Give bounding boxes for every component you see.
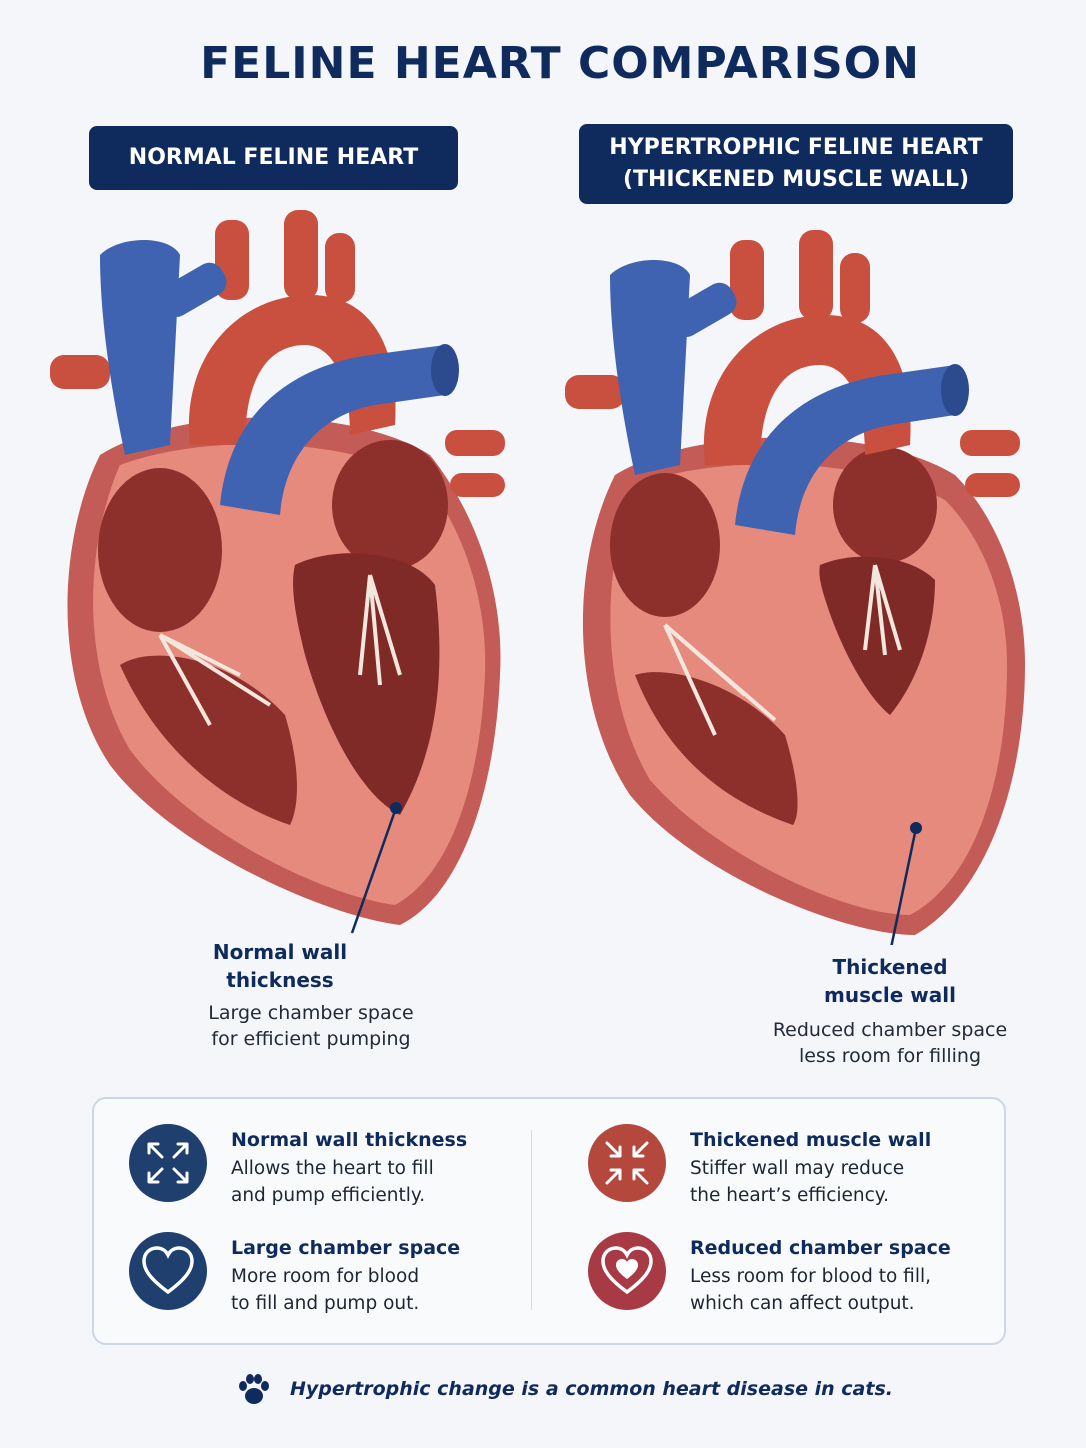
hypertrophic-left-atrium xyxy=(833,447,937,563)
normal-chordae-left xyxy=(158,633,272,726)
thickened-muscle-wall-line1: Stiffer wall may reduce xyxy=(690,1158,905,1179)
large-chamber-space-text: More room for blood to fill and pump out… xyxy=(231,1263,491,1317)
large-chamber-space-line1: More room for blood xyxy=(231,1266,420,1287)
hypertrophic-heart-banner-line1: HYPERTROPHIC FELINE HEART xyxy=(609,135,983,160)
thickened-wall-callout-desc-line2: less room for filling xyxy=(798,1045,982,1067)
thickened-wall-callout-desc-line1: Reduced chamber space xyxy=(772,1019,1008,1041)
thickened-muscle-wall-line2: the heart’s efficiency. xyxy=(690,1185,889,1206)
normal-chordae-right xyxy=(358,574,402,686)
thickened-wall-callout-description: Reduced chamber space less room for fill… xyxy=(760,1017,1020,1069)
normal-aorta-branch-3 xyxy=(325,233,355,303)
hypertrophic-chordae-right xyxy=(863,564,902,656)
normal-wall-callout-desc-line1: Large chamber space xyxy=(208,1002,414,1024)
normal-wall-callout-description: Large chamber space for efficient pumpin… xyxy=(191,1000,431,1052)
normal-wall-pointer-line xyxy=(350,807,398,934)
thickened-wall-callout-title: Thickened muscle wall xyxy=(790,953,990,1009)
hypertrophic-heart-banner-line2: (THICKENED MUSCLE WALL) xyxy=(622,167,970,192)
normal-right-atrium xyxy=(98,468,222,632)
hypertrophic-pulmonary-artery xyxy=(735,365,955,535)
thickened-wall-callout-title-line1: Thickened xyxy=(832,955,948,979)
normal-heart-illustration xyxy=(50,210,505,934)
thickened-wall-callout-title-line2: muscle wall xyxy=(824,983,956,1007)
reduced-chamber-space-text: Less room for blood to fill, which can a… xyxy=(690,1263,950,1317)
normal-wall-thickness-line1: Allows the heart to fill xyxy=(231,1158,434,1179)
normal-vena-cava xyxy=(100,240,180,455)
normal-aorta-branch-2 xyxy=(284,210,318,300)
normal-vena-branch xyxy=(159,262,227,317)
large-chamber-space-line2: to fill and pump out. xyxy=(231,1293,420,1314)
normal-pulmonary-vein-2 xyxy=(450,473,505,497)
normal-aorta xyxy=(188,295,396,445)
normal-wall-callout-title-line1: Normal wall xyxy=(212,940,348,964)
normal-wall-thickness-title: Normal wall thickness xyxy=(231,1129,468,1151)
hypertrophic-aorta-branch-1 xyxy=(730,240,764,320)
large-chamber-space-title: Large chamber space xyxy=(231,1237,461,1259)
normal-wall-callout-title: Normal wall thickness xyxy=(180,938,380,994)
hypertrophic-heart-illustration xyxy=(565,230,1025,945)
footer-text: Hypertrophic change is a common heart di… xyxy=(290,1378,893,1400)
hypertrophic-wall-pointer-line xyxy=(890,827,918,945)
normal-pulmonary-artery-end xyxy=(431,344,459,396)
footer-note: Hypertrophic change is a common heart di… xyxy=(236,1372,893,1406)
hypertrophic-aorta xyxy=(703,315,911,465)
hypertrophic-left-ventricle xyxy=(819,556,935,715)
normal-left-ventricle xyxy=(293,553,440,815)
hypertrophic-vena-stub xyxy=(565,375,625,409)
normal-wall-thickness-line2: and pump efficiently. xyxy=(231,1185,426,1206)
expand-arrows-icon xyxy=(129,1124,207,1202)
normal-wall-callout-title-line2: thickness xyxy=(226,968,334,992)
thickened-muscle-wall-text: Stiffer wall may reduce the heart’s effi… xyxy=(690,1155,950,1209)
hypertrophic-right-ventricle xyxy=(635,672,798,825)
reduced-chamber-space-line2: which can affect output. xyxy=(690,1293,915,1314)
hypertrophic-pulmonary-artery-end xyxy=(941,364,969,416)
normal-right-ventricle xyxy=(120,655,297,825)
hypertrophic-heart-banner: HYPERTROPHIC FELINE HEART (THICKENED MUS… xyxy=(579,124,1013,204)
compress-arrows-icon xyxy=(588,1124,666,1202)
normal-heart-banner: NORMAL FELINE HEART xyxy=(89,126,458,190)
normal-left-atrium xyxy=(332,440,448,570)
normal-heart-banner-label: NORMAL FELINE HEART xyxy=(128,145,419,170)
normal-wall-thickness-text: Allows the heart to fill and pump effici… xyxy=(231,1155,491,1209)
reduced-chamber-space-line1: Less room for blood to fill, xyxy=(690,1266,931,1287)
comparison-panel xyxy=(92,1097,1006,1345)
panel-divider xyxy=(531,1130,532,1310)
hypertrophic-aorta-branch-3 xyxy=(840,253,870,323)
page-title: FELINE HEART COMPARISON xyxy=(200,38,920,89)
normal-pulmonary-vein-1 xyxy=(445,430,505,456)
hypertrophic-right-atrium xyxy=(610,473,720,617)
hypertrophic-chordae-left xyxy=(663,623,777,736)
thickened-muscle-wall-title: Thickened muscle wall xyxy=(690,1129,932,1151)
hypertrophic-vena-cava xyxy=(610,260,690,475)
heart-small-icon xyxy=(588,1232,666,1310)
hypertrophic-pulmonary-vein-2 xyxy=(965,473,1020,497)
heart-outline-icon xyxy=(129,1232,207,1310)
paw-print-icon xyxy=(239,1374,269,1404)
reduced-chamber-space-title: Reduced chamber space xyxy=(690,1237,951,1259)
hypertrophic-aorta-branch-2 xyxy=(799,230,833,320)
normal-wall-pointer-dot xyxy=(390,802,402,814)
hypertrophic-wall-pointer-dot xyxy=(910,822,922,834)
normal-vena-stub xyxy=(50,355,110,389)
normal-wall-callout-desc-line2: for efficient pumping xyxy=(211,1028,411,1050)
hypertrophic-vena-branch xyxy=(669,282,737,337)
normal-pulmonary-artery xyxy=(220,345,445,515)
hypertrophic-pulmonary-vein-1 xyxy=(960,430,1020,456)
